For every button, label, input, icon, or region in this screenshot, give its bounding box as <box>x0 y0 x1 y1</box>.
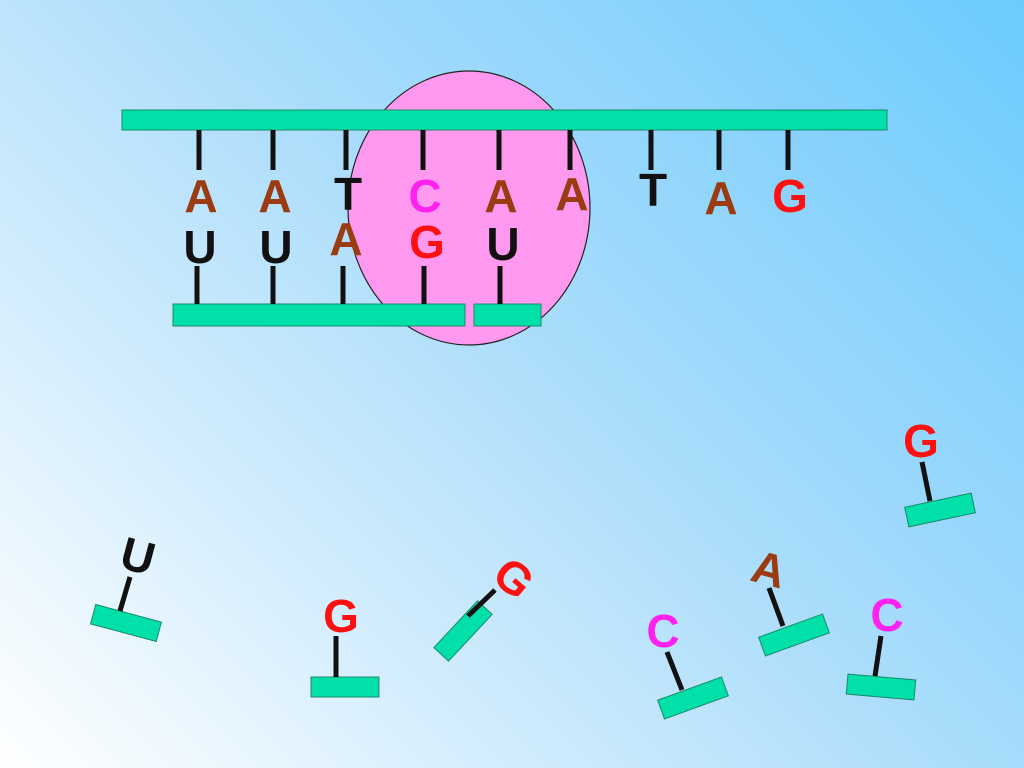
nucleotide-bond <box>664 651 685 691</box>
nucleotide-letter: G <box>323 590 359 642</box>
rna-strand-segment <box>473 303 542 327</box>
dna-base-letter: A <box>184 170 217 222</box>
free-nucleotide: C <box>845 589 917 701</box>
nucleotide-backbone <box>845 673 917 701</box>
dna-base-letter: T <box>639 164 667 216</box>
dna-base-letter: A <box>555 168 588 220</box>
free-nucleotide: G <box>903 415 976 528</box>
dna-base-letter: A <box>258 170 291 222</box>
nucleotide-backbone <box>904 492 976 528</box>
nucleotide-bond <box>766 587 786 627</box>
nucleotide-letter: C <box>870 589 903 641</box>
rna-base-letter: U <box>486 218 519 270</box>
free-nucleotide: C <box>646 605 730 720</box>
rna-polymerase <box>347 70 591 346</box>
rna-base-letter: A <box>329 213 362 265</box>
nucleotide-backbone <box>433 600 493 662</box>
dna-base-letter: C <box>408 170 441 222</box>
rna-strand-segment <box>172 303 466 327</box>
free-nucleotide: G <box>433 547 545 662</box>
free-nucleotide: A <box>746 540 831 657</box>
dna-base-letter: G <box>772 170 808 222</box>
nucleotide-letter: C <box>646 605 679 657</box>
rna-base-letter: U <box>259 221 292 273</box>
nucleotide-backbone <box>656 676 730 720</box>
free-nucleotides: U G G C A C G <box>89 415 976 720</box>
dna-base-letter: A <box>484 170 517 222</box>
nucleotide-bond <box>117 576 133 612</box>
dna-base-letter: T <box>334 168 362 220</box>
rna-base-letter: U <box>183 221 216 273</box>
dna-template-strand <box>121 109 888 131</box>
nucleotide-bond <box>466 588 497 618</box>
nucleotide-bond <box>872 635 884 677</box>
rna-base-letter: G <box>409 216 445 268</box>
free-nucleotide: U <box>89 527 163 643</box>
nucleotide-bond <box>919 461 933 502</box>
nucleotide-backbone <box>89 603 163 643</box>
free-nucleotide: G <box>310 590 380 698</box>
nucleotide-letter: G <box>903 415 939 467</box>
nucleotide-letter: U <box>115 527 161 586</box>
nucleotide-backbone <box>757 613 831 657</box>
nucleotide-backbone <box>310 676 380 698</box>
dna-base-letter: A <box>704 172 737 224</box>
nucleotide-letter: G <box>484 547 545 610</box>
nucleotide-letter: A <box>746 540 792 599</box>
